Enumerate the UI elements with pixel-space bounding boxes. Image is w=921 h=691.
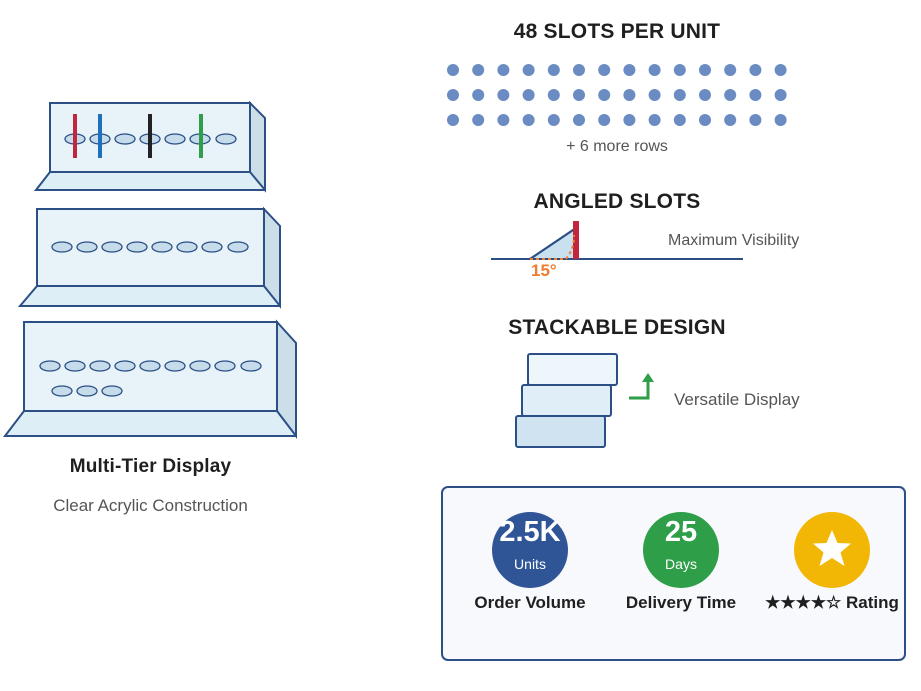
slot-dot: [623, 64, 636, 76]
delivery-time-value: 25: [664, 516, 698, 548]
order-volume-label: Order Volume: [474, 593, 586, 612]
slot-dot: [547, 89, 560, 101]
slot-dot: [648, 114, 661, 126]
slot-dot: [497, 89, 510, 101]
arrow-up-icon: [629, 373, 654, 400]
more-rows-note: + 6 more rows: [566, 138, 668, 155]
slot-dot: [749, 89, 762, 101]
stat-rating: ★★★★☆ Rating: [757, 512, 907, 613]
slot-dot: [497, 64, 510, 76]
slot-dot: [447, 89, 459, 101]
stats-card: 2.5K Units Order Volume 25 Days Delivery…: [441, 486, 906, 661]
rating-badge: [794, 512, 870, 588]
display-tier-middle: [17, 206, 281, 309]
slot-dot-grid: [447, 64, 787, 126]
stack-caption: Versatile Display: [674, 390, 800, 409]
slot-dot: [472, 114, 485, 126]
slot-dot: [447, 64, 459, 76]
order-volume-badge: 2.5K Units: [492, 512, 568, 588]
stat-order-volume: 2.5K Units Order Volume: [455, 512, 605, 613]
slot-dot: [699, 64, 711, 76]
delivery-time-badge: 25 Days: [643, 512, 719, 588]
slot-dot: [648, 64, 661, 76]
slot-dot: [573, 89, 585, 101]
slot-dot: [573, 64, 585, 76]
slot-dot: [673, 89, 686, 101]
slot-dot: [774, 64, 787, 76]
slot-dot: [598, 89, 611, 101]
slot-dot: [522, 64, 535, 76]
star-icon: [813, 530, 851, 566]
black-pen: [148, 114, 152, 158]
slot-dot: [749, 64, 762, 76]
delivery-time-unit: Days: [665, 556, 697, 572]
slot-dot: [447, 114, 459, 126]
slot-dot: [573, 114, 585, 126]
angled-caption: Maximum Visibility: [668, 232, 800, 249]
slot-dot: [497, 114, 510, 126]
slot-dot: [598, 114, 611, 126]
display-subtitle: Clear Acrylic Construction: [53, 496, 248, 515]
angle-label: 15°: [531, 261, 557, 280]
slot-dot: [648, 89, 661, 101]
slot-dot: [724, 114, 737, 126]
slot-dot: [547, 64, 560, 76]
angled-slot-diagram: [491, 221, 743, 260]
stack-title: STACKABLE DESIGN: [508, 316, 726, 339]
delivery-time-label: Delivery Time: [625, 593, 737, 612]
slot-dot: [749, 114, 762, 126]
slots-title: 48 SLOTS PER UNIT: [513, 20, 721, 43]
angled-title: ANGLED SLOTS: [533, 190, 701, 213]
rating-label: ★★★★☆ Rating: [765, 593, 899, 612]
green-pen: [199, 114, 203, 158]
slot-dot: [598, 64, 611, 76]
slot-dot: [673, 114, 686, 126]
slot-dot: [472, 89, 485, 101]
display-title: Multi-Tier Display: [69, 456, 232, 477]
slot-dot: [699, 89, 711, 101]
slot-dot: [623, 89, 636, 101]
angled-slot-bar: [573, 221, 579, 259]
slot-dot: [724, 89, 737, 101]
display-tier-bottom: [2, 319, 297, 439]
slot-dot: [774, 89, 787, 101]
slot-dot: [774, 114, 787, 126]
order-volume-value: 2.5K: [499, 516, 561, 548]
order-volume-unit: Units: [514, 556, 546, 572]
slot-dot: [623, 114, 636, 126]
slot-dot: [673, 64, 686, 76]
slot-dot: [522, 89, 535, 101]
stat-delivery-time: 25 Days Delivery Time: [606, 512, 756, 613]
red-pen: [73, 114, 77, 158]
slot-dot: [547, 114, 560, 126]
slot-dot: [699, 114, 711, 126]
stackable-boxes: [515, 353, 618, 448]
slot-dot: [472, 64, 485, 76]
blue-pen: [98, 114, 102, 158]
slot-dot: [522, 114, 535, 126]
slot-dot: [724, 64, 737, 76]
display-tier-top: [33, 100, 266, 193]
